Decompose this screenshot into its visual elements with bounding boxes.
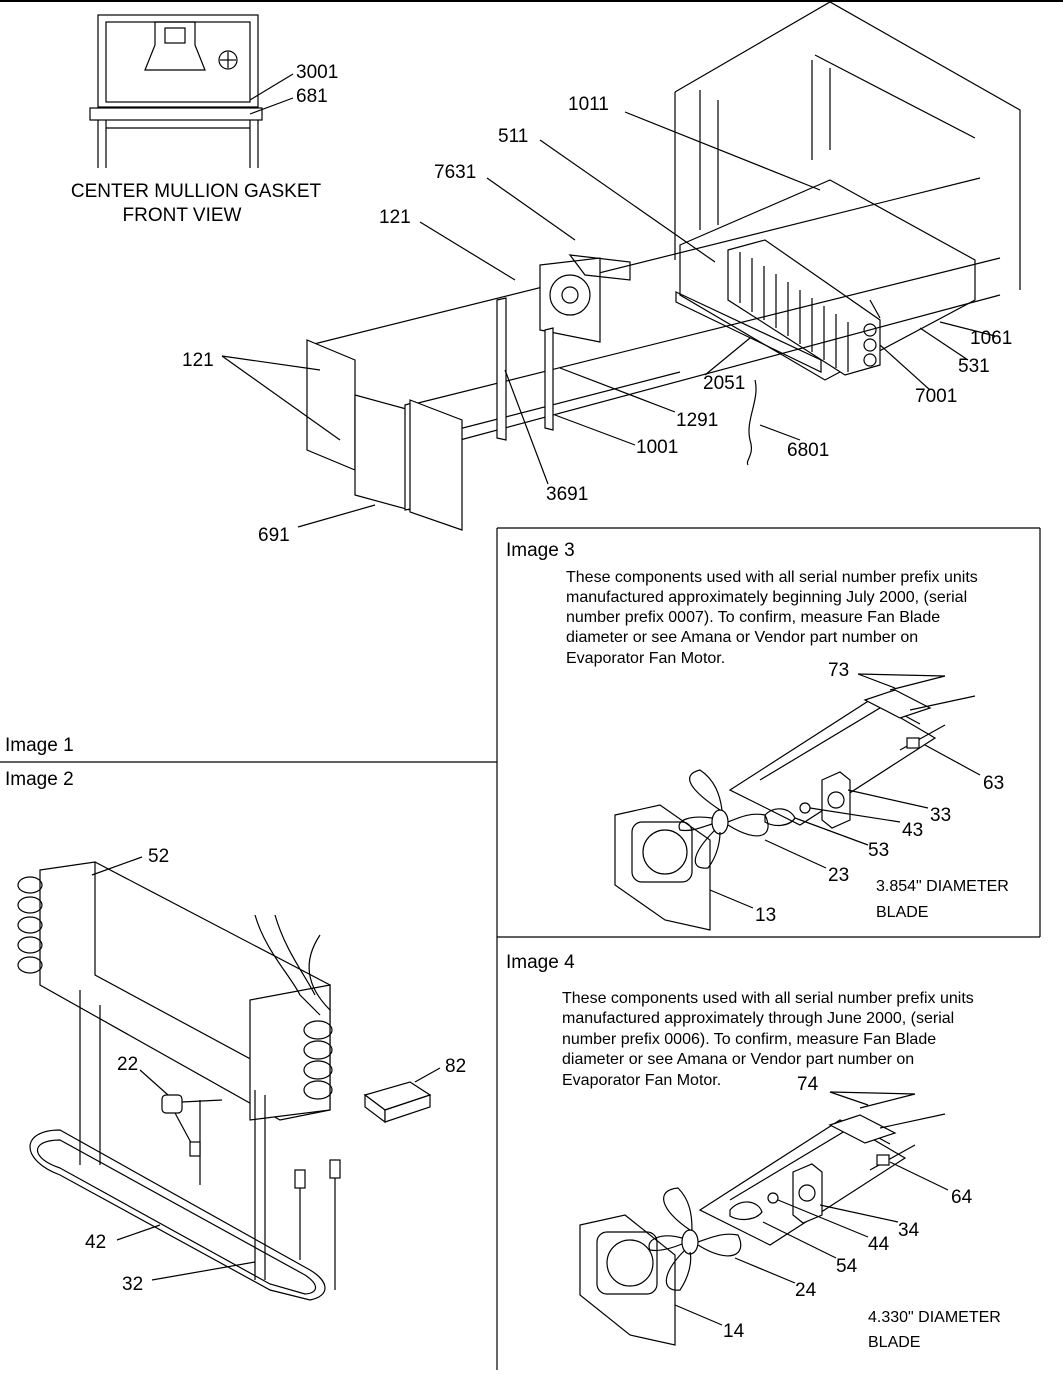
- label-44: 44: [868, 1234, 890, 1255]
- label-23: 23: [828, 865, 849, 886]
- label-2051: 2051: [703, 373, 745, 394]
- image4-note-line3: number prefix 0006). To confirm, measure…: [562, 1031, 936, 1048]
- label-13: 13: [755, 905, 776, 926]
- label-7631: 7631: [434, 162, 476, 183]
- gasket-1001: [544, 327, 554, 431]
- label-33: 33: [930, 805, 951, 826]
- gasket-3691: [496, 297, 507, 441]
- image4-blade-line2: BLADE: [868, 1334, 920, 1351]
- label-54: 54: [836, 1256, 858, 1277]
- label-52: 52: [148, 846, 169, 867]
- motor-bracket-73: [863, 689, 932, 719]
- label-43: 43: [902, 820, 923, 841]
- image4-note: These components used with all serial nu…: [562, 990, 974, 1089]
- motor-bracket-74: [828, 1114, 897, 1144]
- label-14: 14: [723, 1321, 745, 1342]
- image3-note-line5: Evaporator Fan Motor.: [566, 650, 725, 667]
- label-24: 24: [795, 1280, 817, 1301]
- clip-54: [729, 1201, 763, 1221]
- grommet-64: [876, 1154, 890, 1166]
- image3-note-line2: manufactured approximately beginning Jul…: [566, 589, 967, 606]
- label-64: 64: [951, 1187, 973, 1208]
- label-63: 63: [983, 773, 1004, 794]
- image1-drawing: [221, 1, 1021, 531]
- label-53: 53: [868, 840, 889, 861]
- connector-right: [329, 1159, 341, 1179]
- washer-43: [799, 802, 811, 814]
- clip-53: [764, 808, 796, 827]
- label-73: 73: [828, 660, 849, 681]
- image4-note-line1: These components used with all serial nu…: [562, 990, 974, 1007]
- mullion-gasket-inset: [89, 14, 294, 168]
- fan-housing: [539, 254, 631, 343]
- connector-left: [294, 1169, 306, 1189]
- label-22: 22: [117, 1054, 138, 1075]
- label-34: 34: [898, 1220, 920, 1241]
- label-42: 42: [85, 1232, 106, 1253]
- image3-note-line4: diameter or see Amana or Vendor part num…: [566, 629, 918, 646]
- label-7001: 7001: [915, 386, 957, 407]
- thermistor-6801: [746, 379, 757, 466]
- label-681: 681: [296, 86, 328, 107]
- label-121-upper: 121: [379, 207, 411, 228]
- label-82: 82: [445, 1056, 466, 1077]
- label-1291: 1291: [676, 410, 718, 431]
- fan-blade-24: [648, 1187, 742, 1291]
- label-531: 531: [958, 356, 990, 377]
- image3-caption: Image 3: [506, 540, 575, 561]
- label-32: 32: [122, 1274, 143, 1295]
- image1-caption: Image 1: [5, 735, 74, 756]
- image4-blade-line1: 4.330" DIAMETER: [868, 1309, 1001, 1326]
- image3-note: These components used with all serial nu…: [566, 569, 978, 667]
- label-1061: 1061: [970, 328, 1012, 349]
- image3-blade-line2: BLADE: [876, 904, 928, 921]
- image4-caption: Image 4: [506, 952, 575, 973]
- coil-end-loops-left: [17, 876, 43, 974]
- label-121-lower: 121: [182, 350, 214, 371]
- mullion-title-line2: FRONT VIEW: [123, 205, 242, 226]
- motor-33: [821, 771, 851, 829]
- defrost-heater: [29, 1129, 326, 1301]
- label-1001: 1001: [636, 437, 678, 458]
- image4-drawing: [579, 1091, 949, 1346]
- image4-note-line5: Evaporator Fan Motor.: [562, 1072, 721, 1089]
- washer-44: [767, 1192, 779, 1204]
- image3-blade-line1: 3.854" DIAMETER: [876, 878, 1009, 895]
- label-6801: 6801: [787, 440, 829, 461]
- evaporator-coil: [727, 239, 881, 376]
- coil-end-loops-right: [303, 1020, 333, 1100]
- label-3001: 3001: [296, 62, 338, 83]
- motor-34: [792, 1163, 823, 1224]
- image4-note-line2: manufactured approximately through June …: [562, 1010, 954, 1027]
- image3-note-line3: number prefix 0007). To confirm, measure…: [566, 609, 940, 626]
- image2-drawing: [17, 856, 441, 1301]
- defrost-thermostat-22: [161, 1094, 183, 1114]
- image4-note-line4: diameter or see Amana or Vendor part num…: [562, 1051, 914, 1068]
- front-cover-panel: [306, 339, 463, 531]
- image2-caption: Image 2: [5, 769, 74, 790]
- label-691: 691: [258, 525, 290, 546]
- grommet-63: [906, 737, 920, 749]
- label-511: 511: [498, 126, 528, 147]
- label-74: 74: [797, 1074, 819, 1095]
- fan-blade-23: [678, 769, 769, 869]
- fan-shroud-13: [614, 804, 711, 931]
- label-3691: 3691: [546, 484, 588, 505]
- image3-drawing: [614, 673, 981, 931]
- fan-shroud-14: [579, 1214, 676, 1346]
- label-1011: 1011: [568, 94, 609, 115]
- image3-note-line1: These components used with all serial nu…: [566, 569, 978, 586]
- mullion-title-line1: CENTER MULLION GASKET: [71, 181, 322, 202]
